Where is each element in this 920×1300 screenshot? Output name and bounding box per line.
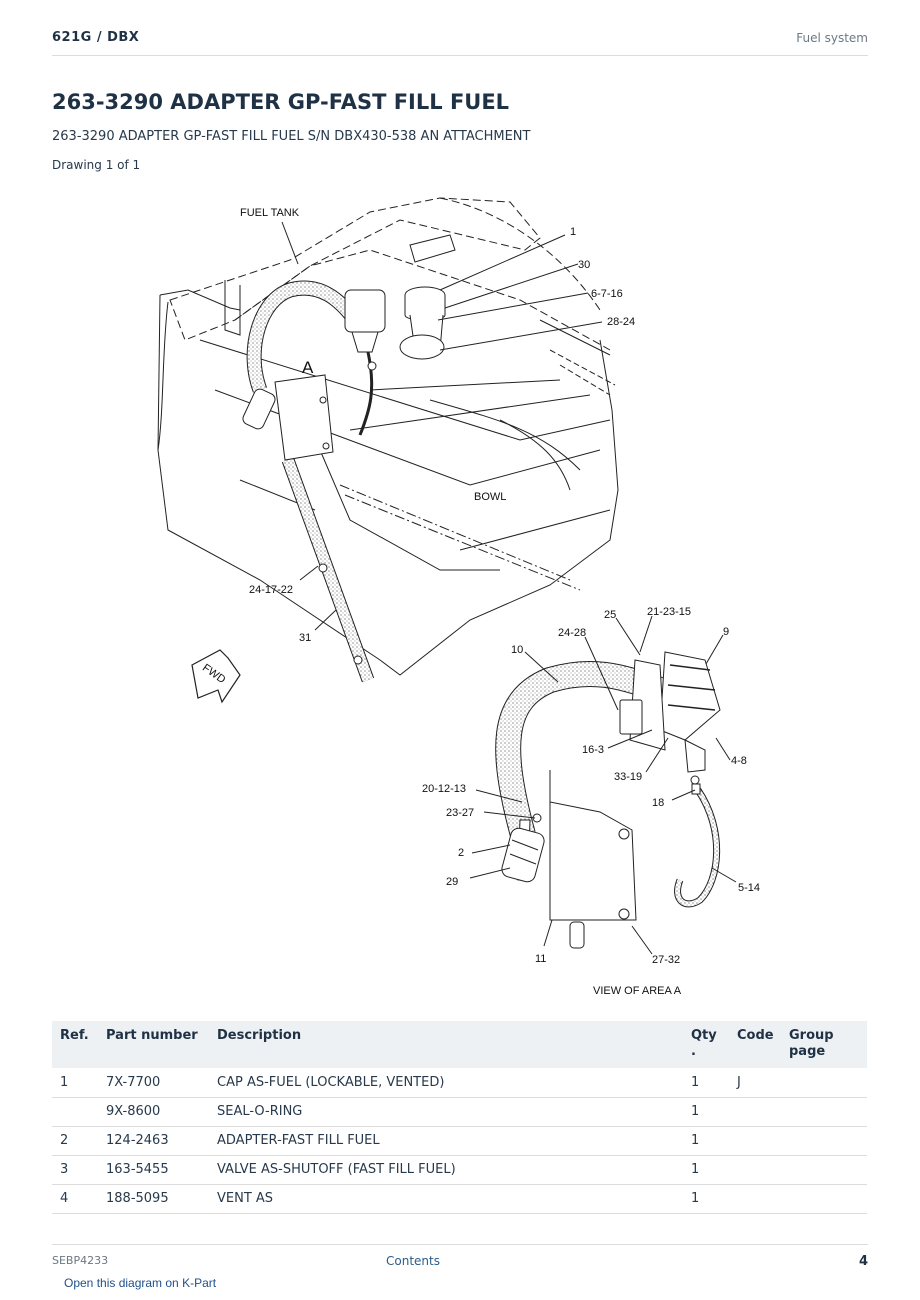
upper-callouts xyxy=(299,234,603,631)
callout-4-8: 4-8 xyxy=(731,755,747,767)
col-ref: Ref. xyxy=(52,1021,98,1068)
page-title: 263-3290 ADAPTER GP-FAST FILL FUEL xyxy=(52,90,510,114)
upper-bracket xyxy=(242,374,334,461)
table-row: 3 163-5455 VALVE AS-SHUTOFF (FAST FILL F… xyxy=(52,1155,867,1185)
page-subtitle: 263-3290 ADAPTER GP-FAST FILL FUEL S/N D… xyxy=(52,129,531,144)
callout-21-23-15: 21-23-15 xyxy=(647,606,691,618)
parts-diagram-svg: FWD FUEL TANK BOWL A 1 30 6-7-16 28-24 2… xyxy=(157,197,760,997)
cell-qty: 1 xyxy=(683,1097,729,1127)
cell-ref: 3 xyxy=(52,1155,98,1185)
table-row: 9X-8600 SEAL-O-RING 1 xyxy=(52,1097,867,1127)
parts-diagram: FWD FUEL TANK BOWL A 1 30 6-7-16 28-24 2… xyxy=(140,190,780,1005)
cell-part-number: 163-5455 xyxy=(98,1155,209,1185)
cell-code: J xyxy=(729,1068,781,1098)
contents-link[interactable]: Contents xyxy=(386,1254,440,1268)
cell-part-number: 9X-8600 xyxy=(98,1097,209,1127)
forward-arrow-icon: FWD xyxy=(191,649,241,704)
cell-group-page xyxy=(781,1068,867,1098)
detail-valve-assembly xyxy=(619,651,721,795)
callout-23-27: 23-27 xyxy=(446,807,474,819)
cell-qty: 1 xyxy=(683,1184,729,1214)
callout-1: 1 xyxy=(570,226,576,238)
callout-10: 10 xyxy=(511,644,523,656)
cell-ref xyxy=(52,1097,98,1127)
upper-valve-assembly xyxy=(344,289,386,436)
cell-ref: 2 xyxy=(52,1126,98,1156)
col-description: Description xyxy=(209,1021,683,1068)
parts-table-header: Ref. Part number Description Qty . Code … xyxy=(52,1021,867,1068)
open-kpart-link[interactable]: Open this diagram on K-Part xyxy=(64,1276,217,1290)
cell-group-page xyxy=(781,1126,867,1156)
detail-callouts xyxy=(469,615,737,955)
cell-code xyxy=(729,1126,781,1156)
cell-description: VALVE AS-SHUTOFF (FAST FILL FUEL) xyxy=(209,1155,683,1185)
view-of-area-label: VIEW OF AREA A xyxy=(593,985,682,997)
cell-group-page xyxy=(781,1184,867,1214)
cell-group-page xyxy=(781,1155,867,1185)
drawing-number: Drawing 1 of 1 xyxy=(52,158,141,172)
detail-bracket-plate xyxy=(501,770,637,949)
callout-24-28: 24-28 xyxy=(558,627,586,639)
callout-2: 2 xyxy=(458,847,464,859)
page-header: 621G / DBX Fuel system xyxy=(52,28,868,56)
callout-5-14: 5-14 xyxy=(738,882,760,894)
page-footer: SEBP4233 Contents 4 xyxy=(52,1244,868,1272)
callout-20-12-13: 20-12-13 xyxy=(422,783,466,795)
table-row: 4 188-5095 VENT AS 1 xyxy=(52,1184,867,1214)
cell-description: VENT AS xyxy=(209,1184,683,1214)
document-id: SEBP4233 xyxy=(52,1254,109,1267)
fuel-tank-label: FUEL TANK xyxy=(240,207,300,219)
col-group-page: Group page xyxy=(781,1021,867,1068)
table-row: 1 7X-7700 CAP AS-FUEL (LOCKABLE, VENTED)… xyxy=(52,1068,867,1098)
callout-30: 30 xyxy=(578,259,590,271)
cell-part-number: 188-5095 xyxy=(98,1184,209,1214)
area-a-label: A xyxy=(302,358,314,377)
cell-description: ADAPTER-FAST FILL FUEL xyxy=(209,1126,683,1156)
callout-11: 11 xyxy=(535,953,546,965)
callout-9: 9 xyxy=(723,626,729,638)
cell-ref: 4 xyxy=(52,1184,98,1214)
parts-table: Ref. Part number Description Qty . Code … xyxy=(52,1021,867,1214)
cell-group-page xyxy=(781,1097,867,1127)
col-qty: Qty . xyxy=(683,1021,729,1068)
callout-31: 31 xyxy=(299,632,311,644)
cell-part-number: 124-2463 xyxy=(98,1126,209,1156)
callout-16-3: 16-3 xyxy=(582,744,604,756)
model-label: 621G / DBX xyxy=(52,30,140,45)
callout-33-19: 33-19 xyxy=(614,771,642,783)
callout-29: 29 xyxy=(446,876,458,888)
cell-code xyxy=(729,1155,781,1185)
callout-25: 25 xyxy=(604,609,616,621)
cell-ref: 1 xyxy=(52,1068,98,1098)
cell-qty: 1 xyxy=(683,1126,729,1156)
cell-description: CAP AS-FUEL (LOCKABLE, VENTED) xyxy=(209,1068,683,1098)
col-code: Code xyxy=(729,1021,781,1068)
callout-24-17-22: 24-17-22 xyxy=(249,584,293,596)
table-row: 2 124-2463 ADAPTER-FAST FILL FUEL 1 xyxy=(52,1126,867,1156)
callout-27-32: 27-32 xyxy=(652,954,680,966)
bowl-label: BOWL xyxy=(474,491,506,503)
cell-code xyxy=(729,1184,781,1214)
callout-18: 18 xyxy=(652,797,664,809)
cell-description: SEAL-O-RING xyxy=(209,1097,683,1127)
col-part-number: Part number xyxy=(98,1021,209,1068)
section-name: Fuel system xyxy=(796,31,868,45)
cell-qty: 1 xyxy=(683,1155,729,1185)
machine-body-drawing xyxy=(157,197,619,676)
fuel-cap-assembly xyxy=(399,286,446,360)
callout-28-24: 28-24 xyxy=(607,316,635,328)
detail-fuel-hose xyxy=(495,660,721,908)
upper-fuel-hose xyxy=(246,280,375,683)
callout-6-7-16: 6-7-16 xyxy=(591,288,623,300)
cell-code xyxy=(729,1097,781,1127)
cell-part-number: 7X-7700 xyxy=(98,1068,209,1098)
cell-qty: 1 xyxy=(683,1068,729,1098)
page-number: 4 xyxy=(858,1254,868,1269)
